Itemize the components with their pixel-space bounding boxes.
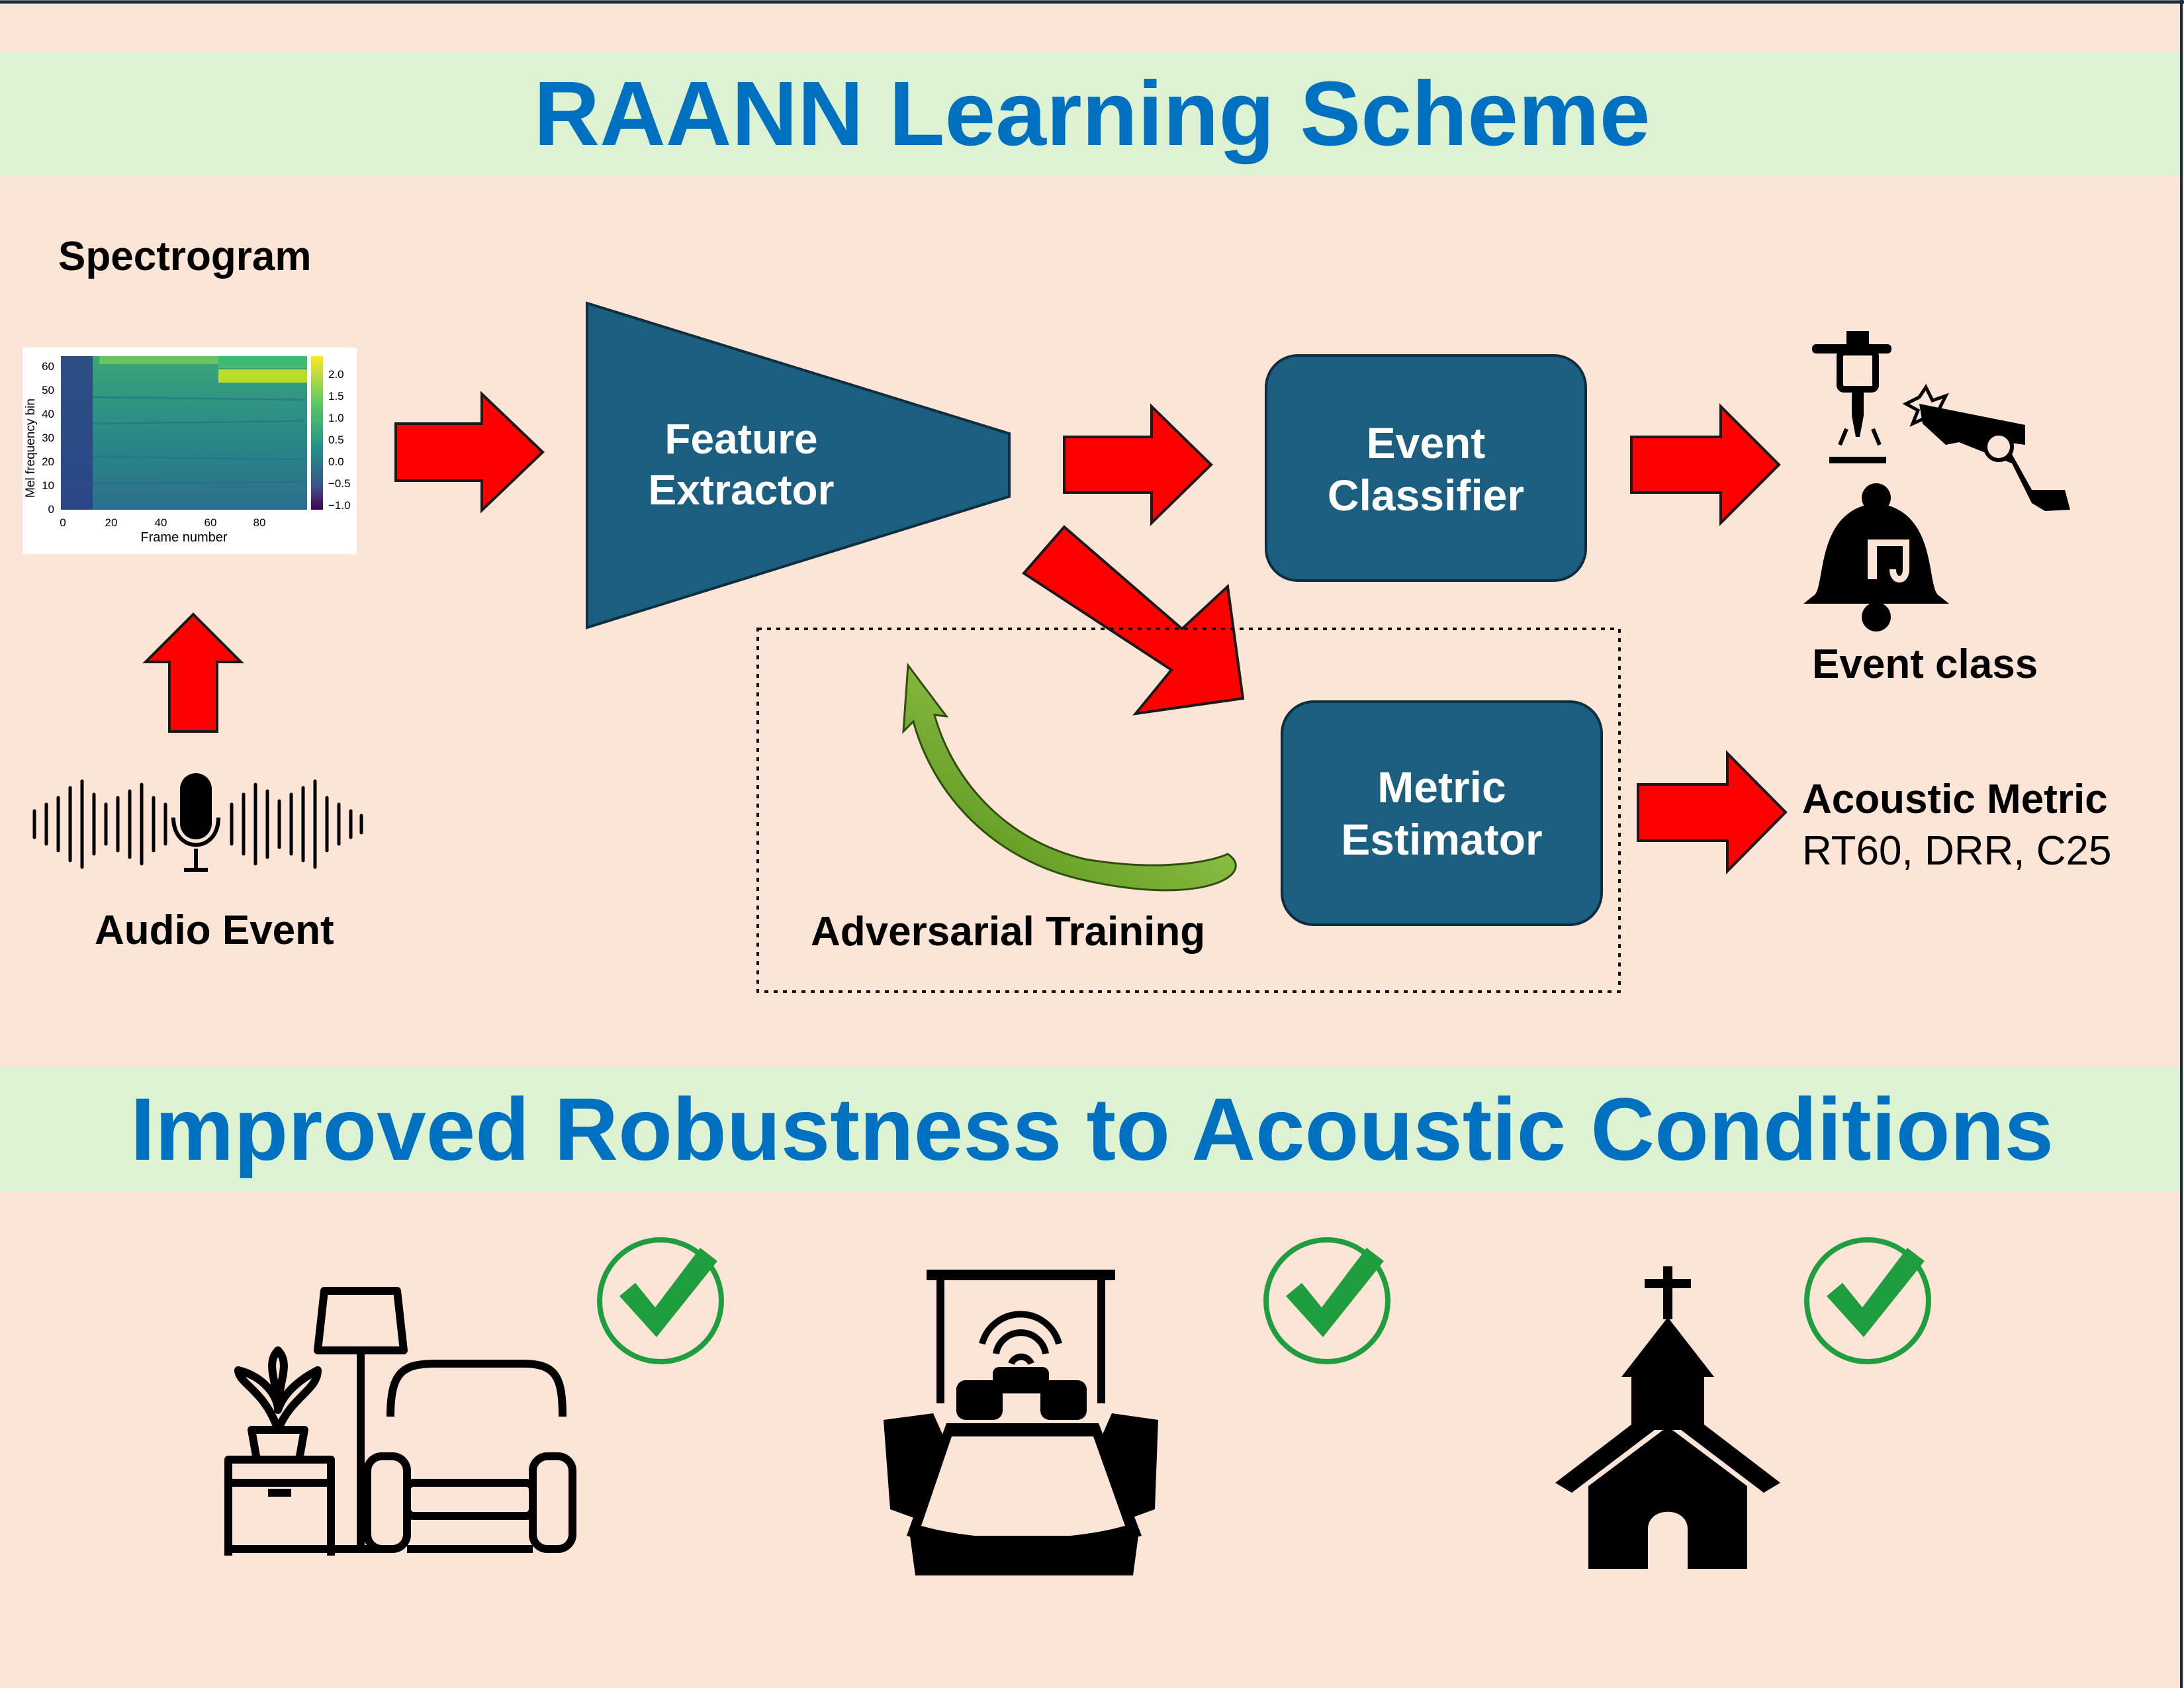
jackhammer-icon: [1812, 331, 1891, 463]
event-classifier-line: Classifier: [1327, 471, 1525, 520]
spec-xtick: 0: [60, 516, 66, 529]
colorbar-tick: −0.5: [328, 477, 351, 490]
spec-ytick: 60: [42, 360, 54, 373]
check-icon: [1827, 1248, 1925, 1337]
meeting-room-icon: [884, 1270, 1158, 1575]
metric-estimator-block: [1281, 700, 1603, 926]
microphone-icon: [171, 773, 220, 872]
colorbar-tick: 0.5: [328, 434, 344, 446]
check-circle-1: [597, 1237, 724, 1364]
living-room-icon: [224, 1287, 576, 1556]
title-banner: RAANN Learning Scheme: [0, 52, 2184, 176]
adversarial-training-label: Adversarial Training: [811, 909, 1206, 955]
check-circle-2: [1263, 1237, 1390, 1364]
metric-estimator-label: Metric Estimator: [1282, 761, 1602, 866]
colorbar-tick: 1.5: [328, 390, 344, 402]
arrow-extractor-to-estimator: [1021, 525, 1245, 716]
spec-xtick: 20: [105, 516, 118, 529]
spec-xtick: 80: [253, 516, 266, 529]
feature-extractor-block: [586, 301, 1011, 630]
feature-extractor-line: Extractor: [648, 465, 835, 514]
event-class-label: Event class: [1812, 641, 2038, 687]
arrow-classifier-to-event: [1630, 403, 1781, 526]
arrow-audio-to-spectrogram: [142, 612, 244, 733]
spec-ytick: 30: [42, 432, 54, 444]
spec-ytick: 40: [42, 408, 54, 420]
colorbar-tick: 2.0: [328, 368, 344, 381]
spec-xtick: 60: [205, 516, 217, 529]
check-icon: [619, 1248, 717, 1337]
feature-extractor-label: Feature Extractor: [615, 414, 867, 516]
page-title: RAANN Learning Scheme: [533, 62, 1651, 165]
arrow-spectrogram-to-extractor: [394, 391, 545, 514]
subtitle-banner: Improved Robustness to Acoustic Conditio…: [0, 1067, 2184, 1192]
church-icon: [1555, 1266, 1780, 1569]
gun-icon: [1902, 384, 2070, 511]
audio-event-label: Audio Event: [95, 908, 334, 953]
check-circle-3: [1804, 1237, 1931, 1364]
feature-extractor-line: Feature: [664, 415, 818, 463]
microphone-waveform-icon: [32, 779, 363, 869]
spec-ytick: 10: [42, 479, 54, 492]
metric-estimator-line: Metric: [1377, 763, 1506, 812]
adversarial-feedback-arrow: [902, 662, 1237, 892]
arrow-estimator-to-metric: [1637, 750, 1788, 874]
spec-xtick: 40: [155, 516, 167, 529]
metric-estimator-line: Estimator: [1341, 815, 1543, 865]
colorbar-tick: 0.0: [328, 455, 344, 468]
spectrogram-label: Spectrogram: [58, 234, 312, 279]
check-icon: [1286, 1248, 1384, 1337]
colorbar-tick: −1.0: [328, 499, 351, 512]
spec-ylabel: Mel frequency bin: [24, 399, 38, 498]
event-classifier-block: [1265, 354, 1587, 582]
spectrogram-image: 0 10 20 30 40 50 60 0 20 40 60 80 Frame …: [23, 348, 357, 554]
bell-icon: [1803, 483, 1949, 632]
spec-ytick: 20: [42, 455, 54, 468]
event-classifier-label: Event Classifier: [1266, 417, 1586, 522]
spec-ytick: 50: [42, 384, 54, 397]
acoustic-metric-values: RT60, DRR, C25: [1802, 828, 2112, 874]
spec-ytick: 0: [48, 503, 54, 516]
arrow-extractor-to-classifier: [1063, 403, 1213, 526]
page-subtitle: Improved Robustness to Acoustic Conditio…: [130, 1080, 2054, 1179]
spec-xlabel: Frame number: [140, 530, 227, 545]
colorbar-tick: 1.0: [328, 412, 344, 424]
acoustic-metric-label: Acoustic Metric: [1802, 776, 2108, 822]
event-classifier-line: Event: [1366, 418, 1486, 467]
